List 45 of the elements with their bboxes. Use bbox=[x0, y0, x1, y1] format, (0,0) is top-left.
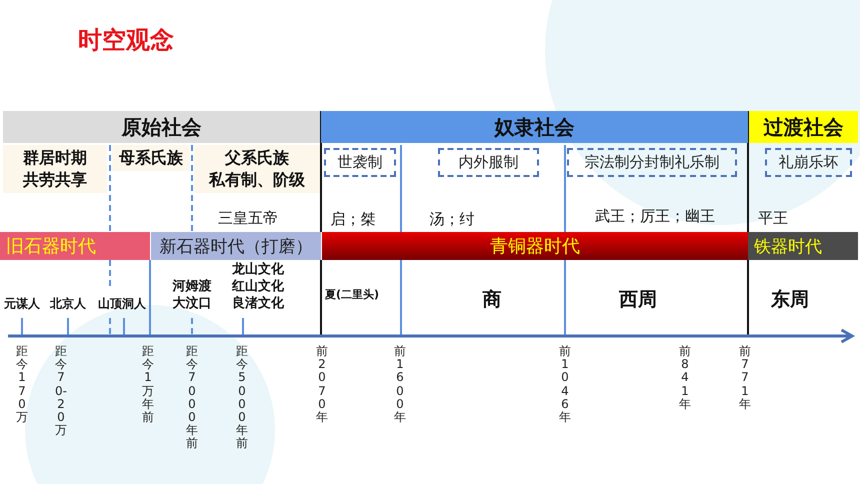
panel-heading: 群居时期 bbox=[23, 147, 87, 169]
date-label: 距今5000年前 bbox=[236, 345, 248, 450]
era-bar: 铁器时代 bbox=[748, 232, 858, 260]
date-label: 距今170万 bbox=[16, 345, 28, 424]
system-box: 内外服制 bbox=[438, 148, 539, 177]
date-label: 前1600年 bbox=[394, 345, 406, 424]
site-label: 山顶洞人 bbox=[98, 297, 146, 311]
site-label: 大汶口 bbox=[172, 296, 212, 312]
title: 时空观念 bbox=[78, 25, 174, 56]
site-label: 河姆渡 bbox=[172, 280, 212, 294]
era-bar: 青铜器时代 bbox=[322, 232, 748, 260]
site-label: 北京人 bbox=[50, 297, 86, 311]
dynasty-label: 夏(二里头) bbox=[324, 288, 380, 302]
society-band: 奴隶社会 bbox=[321, 111, 748, 143]
date-label: 前1046年 bbox=[559, 345, 571, 424]
date-label: 距今1万年前 bbox=[142, 345, 154, 424]
panel-text: 私有制、阶级 bbox=[209, 169, 305, 191]
dynasty-label: 商 bbox=[482, 290, 502, 310]
ruler-names: 汤；纣 bbox=[430, 210, 474, 228]
site-label: 元谋人 bbox=[4, 297, 40, 311]
culture-label: 良渚文化 bbox=[232, 296, 284, 312]
society-band: 过渡社会 bbox=[749, 111, 858, 143]
stage-panel bbox=[194, 145, 320, 193]
stage-panel: 母系氏族 bbox=[112, 145, 190, 171]
ruler-names: 平王 bbox=[758, 210, 788, 226]
panel-heading: 父系氏族 bbox=[225, 147, 289, 169]
ruler-names: 武王；厉王；幽王 bbox=[595, 208, 715, 224]
date-label: 前841年 bbox=[679, 345, 691, 411]
era-bar: 旧石器时代 bbox=[0, 232, 150, 260]
culture-label: 红山文化 bbox=[232, 280, 284, 294]
dynasty-label: 西周 bbox=[619, 290, 657, 310]
system-box: 礼崩乐坏 bbox=[765, 148, 852, 177]
date-label: 前771年 bbox=[739, 345, 751, 411]
date-label: 距今70-20万 bbox=[55, 345, 67, 438]
system-box: 世袭制 bbox=[324, 148, 396, 177]
panel-text: 共劳共享 bbox=[23, 169, 87, 191]
ruler-names: 启；桀 bbox=[330, 210, 376, 228]
era-bar: 新石器时代（打磨） bbox=[151, 232, 321, 260]
date-label: 距今7000年前 bbox=[186, 345, 198, 450]
society-band: 原始社会 bbox=[3, 111, 320, 143]
culture-label: 龙山文化 bbox=[232, 262, 284, 278]
dynasty-label: 东周 bbox=[771, 290, 809, 310]
date-label: 前2070年 bbox=[316, 345, 328, 424]
system-box: 宗法制分封制礼乐制 bbox=[567, 148, 737, 177]
ruler-names: 三皇五帝 bbox=[218, 210, 278, 226]
